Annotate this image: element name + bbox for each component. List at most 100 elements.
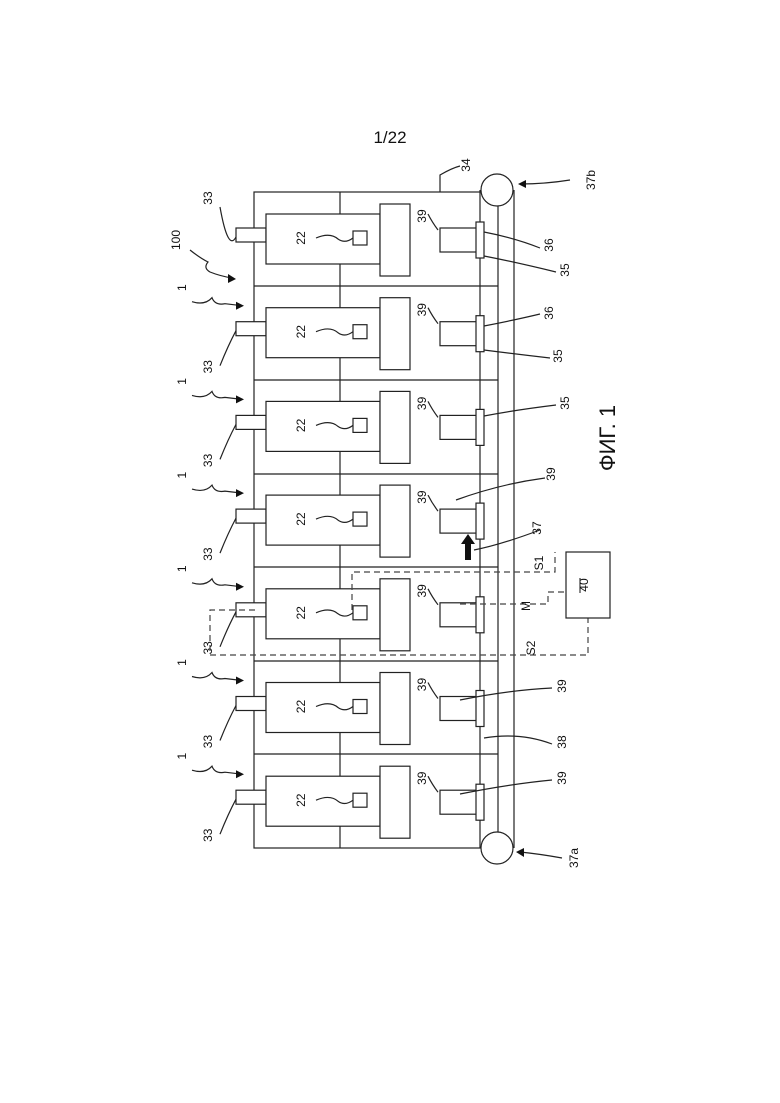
sensor-22 — [353, 700, 367, 714]
product-39 — [440, 415, 478, 439]
label-35-a-leader — [484, 256, 556, 272]
modules-group: 2239332239331223933122393312239331223933… — [175, 191, 572, 842]
label-33: 33 — [201, 828, 215, 842]
label-37: 37 — [530, 521, 544, 535]
leader-1 — [192, 579, 242, 587]
figure-caption: ФИГ. 1 — [595, 405, 620, 471]
label-39: 39 — [415, 303, 429, 317]
label-33: 33 — [201, 641, 215, 655]
leader-1 — [192, 485, 242, 493]
base-plate — [476, 597, 484, 633]
signal-m-label: M — [519, 601, 533, 611]
label-22: 22 — [294, 325, 308, 339]
sensor-22 — [353, 418, 367, 432]
arrowhead-1 — [236, 489, 244, 497]
leader-39 — [428, 683, 438, 699]
leader-33 — [220, 518, 236, 553]
label-38: 38 — [555, 735, 569, 749]
support-stub — [236, 509, 266, 523]
support-stub — [236, 415, 266, 429]
label-39: 39 — [415, 678, 429, 692]
label-39: 39 — [415, 771, 429, 785]
arrowhead-1 — [236, 583, 244, 591]
leader-1 — [192, 298, 242, 306]
label-22: 22 — [294, 418, 308, 432]
module-block — [380, 579, 410, 651]
product-39 — [440, 228, 478, 252]
label-37a: 37a — [567, 848, 581, 868]
leader-33 — [220, 207, 236, 241]
signal-s1-label: S1 — [532, 555, 546, 570]
leader-39 — [428, 495, 438, 511]
label-39-r4: 39 — [544, 467, 558, 481]
module-block — [380, 673, 410, 745]
label-39: 39 — [415, 584, 429, 598]
leader-37b — [520, 180, 570, 184]
label-22: 22 — [294, 793, 308, 807]
leader-33 — [220, 799, 236, 834]
base-plate — [476, 222, 484, 258]
label-39-r6: 39 — [555, 679, 569, 693]
label-35-b-leader — [484, 350, 550, 358]
support-stub — [236, 790, 266, 804]
label-35-c: 35 — [558, 396, 572, 410]
label-33: 33 — [201, 547, 215, 561]
base-plate — [476, 316, 484, 352]
product-39 — [440, 697, 478, 721]
leader-39 — [428, 401, 438, 417]
leader-1 — [192, 766, 242, 774]
base-plate — [476, 503, 484, 539]
sensor-22 — [353, 793, 367, 807]
controller-label: 40 — [577, 578, 591, 592]
arrowhead-37a — [516, 848, 524, 857]
label-39: 39 — [415, 209, 429, 223]
label-35-b: 35 — [551, 349, 565, 363]
label-1: 1 — [175, 565, 189, 572]
arrowhead-1 — [236, 770, 244, 778]
leader-39 — [428, 214, 438, 230]
support-stub — [236, 228, 266, 242]
module-block — [380, 298, 410, 370]
label-34: 34 — [459, 158, 473, 172]
label-100: 100 — [169, 230, 183, 250]
label-1: 1 — [175, 471, 189, 478]
leader-1 — [192, 391, 242, 399]
leader-1 — [192, 673, 242, 681]
sensor-22 — [353, 606, 367, 620]
leader-33 — [220, 706, 236, 741]
leader-39 — [428, 589, 438, 605]
leader-33 — [220, 424, 236, 459]
product-39 — [440, 509, 478, 533]
label-1: 1 — [175, 284, 189, 291]
label-22: 22 — [294, 512, 308, 526]
label-36-b-leader — [484, 314, 540, 326]
label-33: 33 — [201, 360, 215, 374]
module-1: 223933 — [201, 191, 484, 276]
label-1: 1 — [175, 378, 189, 385]
leader-37a — [520, 852, 562, 858]
roller-top — [481, 174, 513, 206]
module-2: 22 39 33 1 — [175, 284, 484, 373]
module-3: 2239331 — [175, 378, 484, 467]
module-7: 22 39 33 1 — [175, 753, 484, 842]
product-39 — [440, 322, 478, 346]
support-stub — [236, 322, 266, 336]
label-39-r7: 39 — [555, 771, 569, 785]
label-22: 22 — [294, 231, 308, 245]
roller-bottom — [481, 832, 513, 864]
label-39: 39 — [415, 490, 429, 504]
label-22: 22 — [294, 700, 308, 714]
product-39 — [440, 603, 478, 627]
label-37b: 37b — [584, 170, 598, 190]
product-39 — [440, 790, 478, 814]
leader-38 — [484, 736, 552, 744]
module-block — [380, 204, 410, 276]
module-6: 2239331 — [175, 659, 484, 748]
label-33: 33 — [201, 453, 215, 467]
label-1: 1 — [175, 753, 189, 760]
module-block — [380, 391, 410, 463]
sensor-22 — [353, 231, 367, 245]
label-1: 1 — [175, 659, 189, 666]
label-22: 22 — [294, 606, 308, 620]
